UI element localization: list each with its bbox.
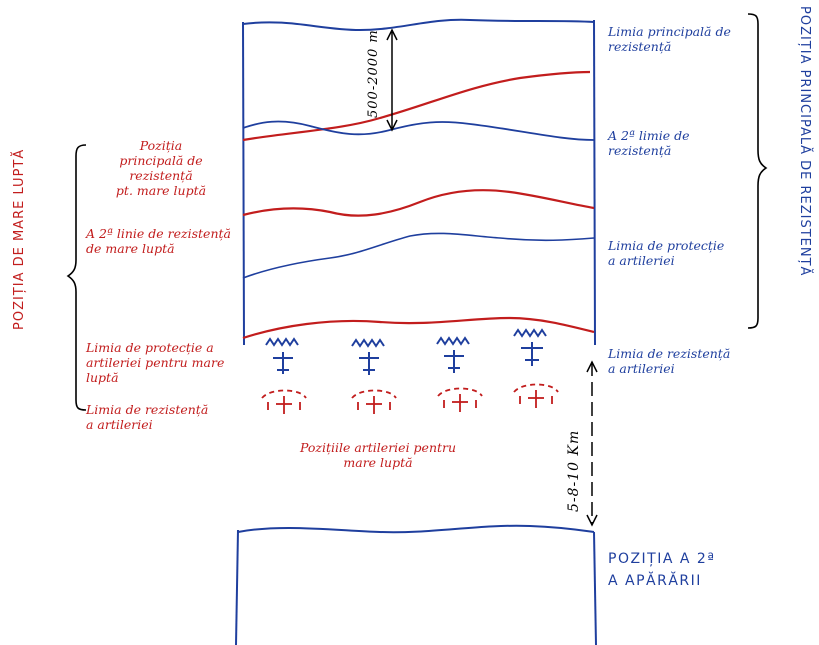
artillery-symbol bbox=[436, 336, 470, 373]
major-battle-position-title: POZIȚIA DE MARE LUPTĂ bbox=[12, 148, 27, 330]
artillery-position-symbol bbox=[437, 387, 483, 412]
artillery-position-symbol bbox=[513, 383, 559, 408]
distance-bottom-label: 5-8-10 Km bbox=[566, 429, 582, 512]
main-position-label: Poziția principală de rezistență pt. mar… bbox=[115, 138, 207, 198]
second-line-red bbox=[242, 189, 595, 217]
second-resistance-line-label: A 2ª limie de rezistență bbox=[608, 128, 690, 158]
artillery-protection-line bbox=[242, 232, 595, 279]
artillery-protection-label: Limia de protecție a artileriei pentru m… bbox=[86, 340, 225, 385]
right-bracket bbox=[747, 13, 768, 329]
main-resistance-line-label: Limia principală de rezistență bbox=[608, 24, 731, 54]
main-position-red-line bbox=[242, 70, 591, 142]
second-position-right-border bbox=[593, 531, 597, 645]
artillery-symbol bbox=[513, 328, 547, 366]
artillery-resistance-line-label: Limia de rezistență a artileriei bbox=[608, 346, 731, 376]
zone-right-border bbox=[593, 19, 596, 346]
main-resistance-position-title: POZIȚIA PRINCIPALĂ DE REZISTENȚĂ bbox=[797, 6, 812, 277]
artillery-symbol bbox=[351, 338, 385, 375]
artillery-protection-line-label: Limia de protecție a artileriei bbox=[608, 238, 725, 268]
artillery-positions-label: Pozițiile artileriei pentru mare luptă bbox=[299, 440, 457, 470]
second-position-left-border bbox=[235, 529, 239, 645]
second-line-label: A 2ª linie de rezistență de mare luptă bbox=[86, 226, 231, 256]
main-resistance-line bbox=[242, 18, 595, 32]
left-bracket bbox=[66, 144, 87, 411]
second-resistance-line bbox=[242, 120, 595, 141]
artillery-resistance-red-line bbox=[242, 316, 595, 340]
artillery-symbol bbox=[265, 337, 299, 374]
artillery-resistance-label: Limia de rezistență a artileriei bbox=[86, 402, 209, 432]
artillery-position-symbol bbox=[351, 389, 397, 414]
second-defense-position-label: POZIȚIA A 2ª A APĂRĂRII bbox=[608, 551, 716, 589]
artillery-position-symbol bbox=[261, 389, 307, 414]
zone-left-border bbox=[242, 21, 245, 346]
distance-top-label: 500-2000 m bbox=[366, 29, 381, 118]
second-position-top-line bbox=[237, 524, 595, 534]
